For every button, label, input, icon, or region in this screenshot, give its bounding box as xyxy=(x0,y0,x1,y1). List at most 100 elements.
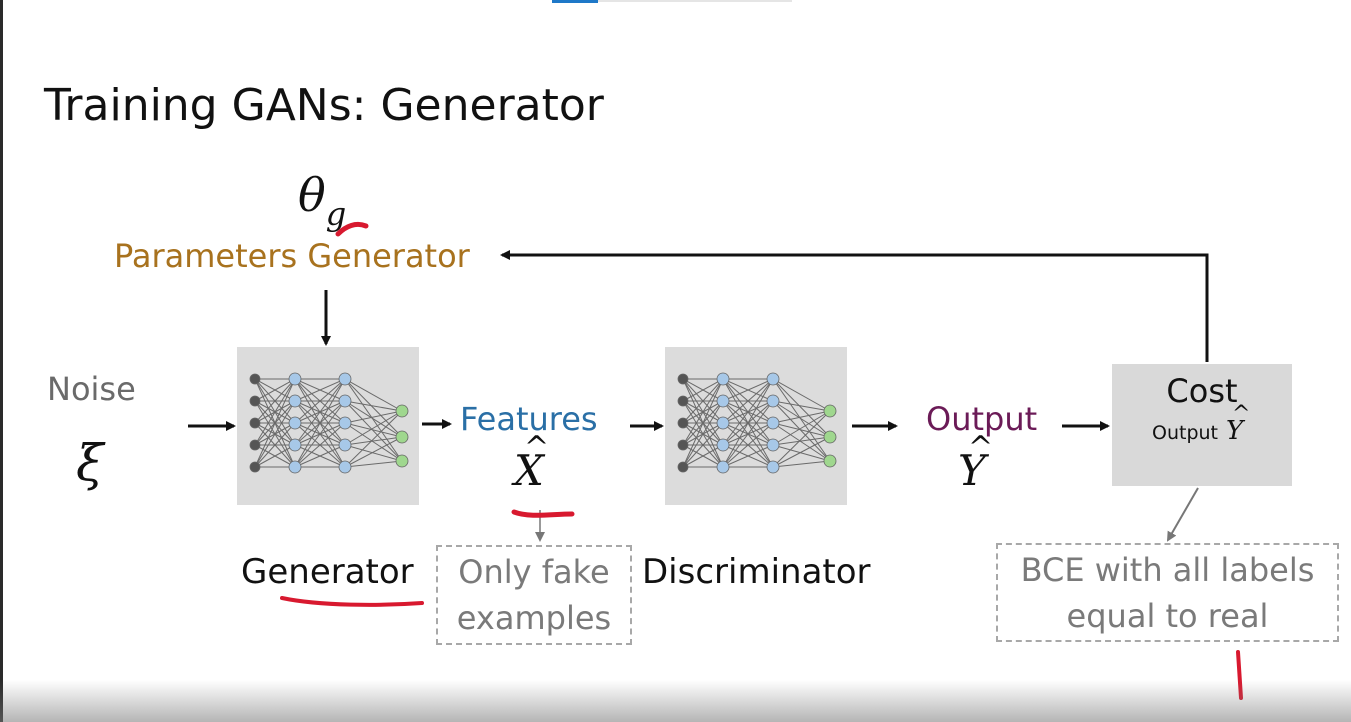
network-edge xyxy=(722,444,774,468)
network-edge xyxy=(682,422,724,468)
cost-title: Cost xyxy=(1166,372,1238,410)
network-edge xyxy=(772,422,831,438)
network-edge xyxy=(254,400,296,468)
network-edge xyxy=(722,378,774,424)
cost-y-hat-symbol: ^Y xyxy=(1226,402,1251,446)
network-edge xyxy=(344,422,403,462)
network-node xyxy=(338,394,352,408)
network-node xyxy=(766,372,780,386)
network-edge xyxy=(344,378,403,438)
network-node xyxy=(395,430,409,444)
network-edge xyxy=(722,378,774,468)
feedback-arrow-cost-to-params xyxy=(500,250,1209,362)
network-edge xyxy=(294,444,346,468)
network-node xyxy=(823,454,837,468)
progress-indicator xyxy=(552,0,598,3)
network-edge xyxy=(344,436,403,468)
network-edge xyxy=(344,410,403,446)
network-edge xyxy=(682,378,724,446)
network-edge xyxy=(772,436,831,446)
network-node xyxy=(288,460,302,474)
network-edge xyxy=(344,400,403,438)
output-label: Output xyxy=(926,400,1038,438)
network-edge xyxy=(344,400,403,412)
progress-track xyxy=(598,0,792,2)
network-node xyxy=(249,461,261,473)
network-node xyxy=(338,460,352,474)
y-hat-symbol: ^Y xyxy=(958,430,994,495)
network-edge xyxy=(344,444,403,462)
network-edge xyxy=(344,400,403,462)
network-edge xyxy=(772,422,831,462)
network-edge xyxy=(772,400,831,412)
network-edge xyxy=(682,444,724,468)
fake-examples-note: Only fake examples xyxy=(436,545,632,645)
generator-label: Generator xyxy=(241,552,414,592)
network-edge xyxy=(772,400,831,438)
network-edge xyxy=(772,410,831,468)
network-node xyxy=(716,438,730,452)
network-node xyxy=(766,416,780,430)
x-hat-symbol: ^X xyxy=(514,430,550,495)
network-edge xyxy=(772,460,831,468)
network-edge xyxy=(344,422,403,438)
network-edge xyxy=(294,378,346,402)
network-node xyxy=(395,404,409,418)
network-node xyxy=(249,373,261,385)
cost-box: Cost Output^Y xyxy=(1112,364,1292,486)
network-edge xyxy=(772,378,831,462)
cost-output-label: Output^Y xyxy=(1152,402,1251,446)
network-edge xyxy=(722,378,774,402)
discriminator-label: Discriminator xyxy=(642,552,871,592)
generator-network xyxy=(237,347,419,505)
red-underline-generator xyxy=(280,596,424,607)
network-node xyxy=(249,395,261,407)
network-node xyxy=(677,417,689,429)
arrow-cost-to-bce-note xyxy=(1167,487,1199,542)
network-node xyxy=(395,454,409,468)
network-edge xyxy=(682,378,724,424)
network-edge xyxy=(344,378,403,412)
network-edge xyxy=(254,378,296,402)
network-node xyxy=(338,372,352,386)
network-node xyxy=(716,394,730,408)
network-edge xyxy=(344,410,403,468)
bce-note: BCE with all labels equal to real xyxy=(996,543,1339,642)
network-node xyxy=(766,394,780,408)
parameters-generator-label: Parameters Generator xyxy=(114,237,470,275)
network-edge xyxy=(294,378,346,468)
network-node xyxy=(716,416,730,430)
network-edge xyxy=(254,444,296,468)
network-edge xyxy=(344,410,403,424)
network-node xyxy=(338,416,352,430)
network-edge xyxy=(294,378,346,424)
network-edge xyxy=(254,378,296,446)
network-node xyxy=(249,439,261,451)
network-edge xyxy=(254,378,296,468)
noise-label: Noise xyxy=(47,370,136,408)
network-node xyxy=(677,373,689,385)
slide-title: Training GANs: Generator xyxy=(44,80,604,131)
network-edge xyxy=(772,436,831,468)
network-edge xyxy=(254,378,296,424)
network-edge xyxy=(682,400,724,468)
network-edge xyxy=(772,444,831,462)
network-node xyxy=(288,438,302,452)
network-edge xyxy=(294,422,346,468)
network-node xyxy=(823,404,837,418)
network-edge xyxy=(722,400,774,468)
network-node xyxy=(766,438,780,452)
network-edge xyxy=(772,378,831,412)
network-node xyxy=(716,372,730,386)
network-edge xyxy=(344,460,403,468)
network-node xyxy=(677,439,689,451)
network-edge xyxy=(722,378,774,446)
network-edge xyxy=(772,378,831,438)
window-left-edge xyxy=(0,0,3,722)
red-underline-theta-g xyxy=(335,221,369,237)
network-edge xyxy=(254,422,296,468)
network-edge xyxy=(682,378,724,402)
network-edge xyxy=(682,378,724,468)
network-node xyxy=(249,417,261,429)
